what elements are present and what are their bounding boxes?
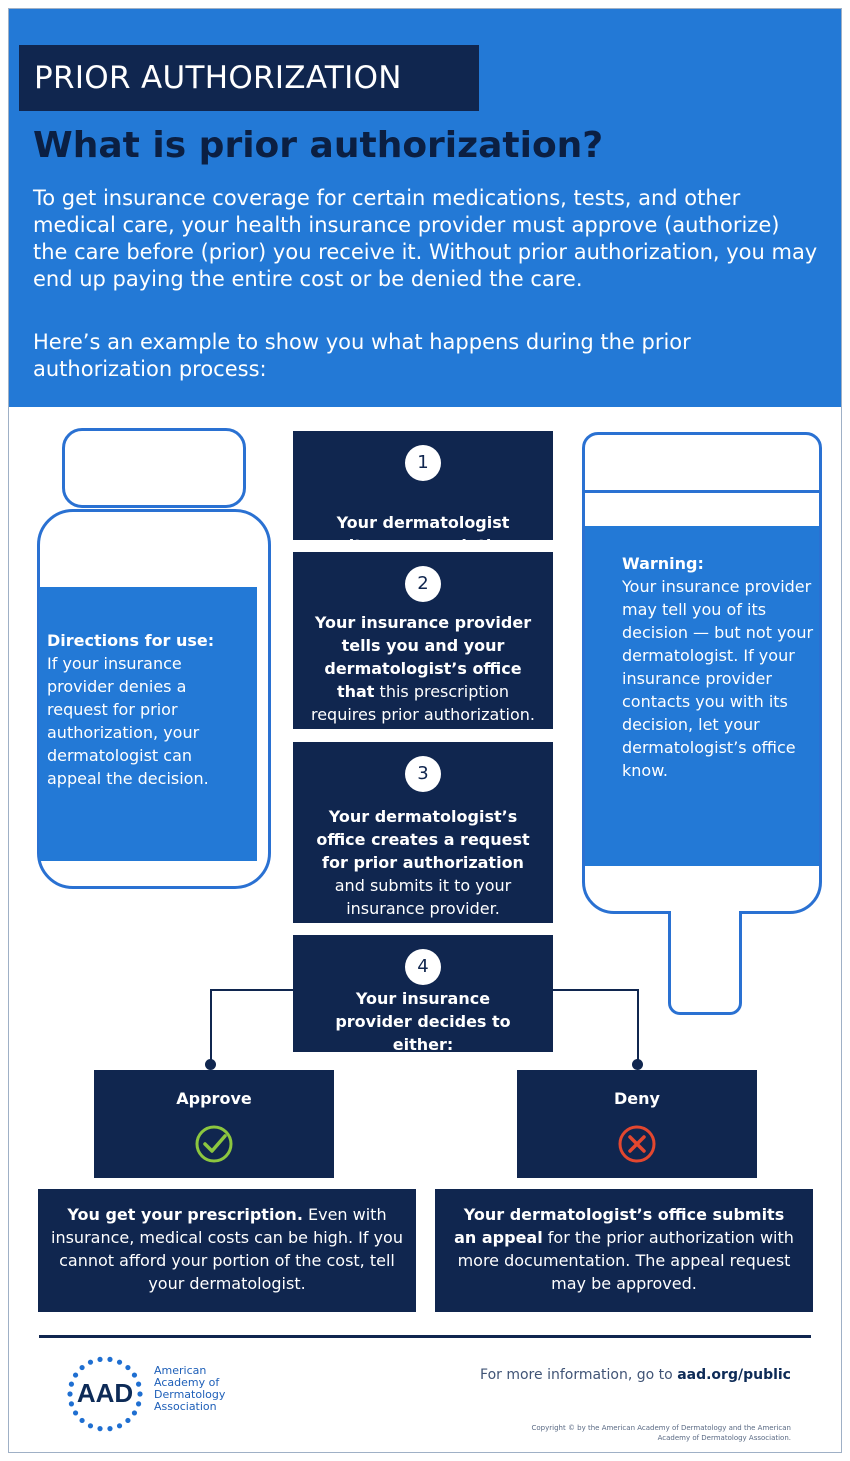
warning-note: Warning: Your insurance provider may tel… — [622, 552, 817, 782]
step-4: 4 Your insurance provider decides to eit… — [293, 935, 553, 1054]
connector-left-vertical — [210, 989, 212, 1061]
approve-label: Approve — [176, 1089, 252, 1108]
logo-dot — [107, 1426, 113, 1432]
step-2-bold: Your insurance provider tells you and yo… — [314, 613, 532, 701]
logo-line: Dermatology — [154, 1388, 226, 1401]
step-number: 4 — [405, 949, 441, 985]
logo-dot — [107, 1356, 113, 1362]
warning-title: Warning: — [622, 554, 704, 573]
bottle-cap-shape — [62, 428, 246, 508]
deny-result-text: for the prior authorization with more do… — [457, 1228, 794, 1293]
step-3-text: Your dermatologist’s office creates a re… — [293, 805, 553, 920]
example-paragraph: Here’s an example to show you what happe… — [33, 330, 691, 381]
copyright-notice: Copyright © by the American Academy of D… — [531, 1424, 791, 1442]
logo-line: Academy of — [154, 1376, 220, 1389]
connector-left-dot — [205, 1059, 216, 1070]
step-3-bold: Your dermatologist’s office creates a re… — [316, 807, 530, 872]
connector-right-vertical — [637, 989, 639, 1061]
bottle-directions-label: Directions for use: If your insurance pr… — [39, 587, 257, 861]
logo-dot — [116, 1423, 123, 1429]
step-2: 2 Your insurance provider tells you and … — [293, 552, 553, 729]
tube-shape — [582, 432, 822, 914]
connector-left-horizontal — [210, 989, 293, 991]
logo-dot — [97, 1426, 103, 1432]
step-2-rest: this prescription requires prior authori… — [310, 682, 536, 724]
logo-line: American — [154, 1364, 207, 1377]
warning-text: Your insurance provider may tell you of … — [622, 577, 814, 780]
footer-divider — [39, 1335, 811, 1338]
intro-banner: PRIOR AUTHORIZATION What is prior author… — [9, 9, 841, 407]
deny-label: Deny — [614, 1089, 660, 1108]
logo-line: Association — [154, 1400, 217, 1413]
logo-dot — [68, 1401, 75, 1407]
step-1: 1 Your dermatologist writes a prescripti… — [293, 431, 553, 555]
logo-abbr: AAD — [77, 1378, 133, 1408]
logo-dot — [79, 1364, 85, 1371]
page-title: What is prior authorization? — [33, 125, 604, 166]
step-number: 1 — [405, 445, 441, 481]
logo-dot — [72, 1372, 79, 1378]
logo-wordmark: American Academy of Dermatology Associat… — [154, 1365, 244, 1413]
logo-dot — [125, 1364, 131, 1371]
logo-dot — [135, 1401, 142, 1407]
deny-result-bold: Your dermatologist’s office submits an — [454, 1205, 785, 1247]
step-number: 3 — [405, 756, 441, 792]
check-circle-icon — [195, 1125, 233, 1163]
infographic-page: PRIOR AUTHORIZATION What is prior author… — [8, 8, 842, 1453]
approve-box: Approve — [94, 1070, 334, 1178]
aad-logo-icon: AAD — [67, 1356, 143, 1432]
logo-dot — [68, 1381, 75, 1387]
logo-dot — [116, 1359, 123, 1365]
deny-result: Your dermatologist’s office submits an a… — [435, 1189, 813, 1312]
logo-dot — [131, 1410, 138, 1416]
more-info-text: For more information, go to — [480, 1367, 678, 1383]
step-number: 2 — [405, 566, 441, 602]
logo-dot — [79, 1417, 85, 1424]
approve-result-bold: You get your prescription. — [67, 1205, 303, 1224]
section-kicker: PRIOR AUTHORIZATION — [19, 45, 479, 111]
more-info: For more information, go to aad.org/publ… — [480, 1367, 791, 1383]
x-circle-icon — [618, 1125, 656, 1163]
step-1-text: Your dermatologist writes a prescription… — [326, 513, 520, 555]
directions-text: If your insurance provider denies a requ… — [47, 654, 209, 788]
step-3-rest: and submits it to your insurance provide… — [334, 876, 512, 918]
tube-divider — [585, 490, 819, 493]
tube-neck-shape — [668, 911, 742, 1015]
aad-public-link[interactable]: aad.org/public — [677, 1367, 791, 1383]
tube-warning-label — [585, 526, 819, 866]
logo-dot — [125, 1417, 131, 1424]
deny-box: Deny — [517, 1070, 757, 1178]
step-4-text: Your insurance provider decides to eithe… — [335, 989, 511, 1054]
approve-result-text: Even with insurance, medical costs can b… — [51, 1205, 403, 1293]
step-3: 3 Your dermatologist’s office creates a … — [293, 742, 553, 923]
logo-dot — [97, 1356, 103, 1362]
deny-result-appeal: appeal — [481, 1228, 543, 1247]
logo-dot — [137, 1391, 143, 1397]
logo-dot — [135, 1381, 142, 1387]
connector-right-dot — [632, 1059, 643, 1070]
intro-paragraph: To get insurance coverage for certain me… — [33, 186, 818, 291]
approve-result: You get your prescription. Even with ins… — [38, 1189, 416, 1312]
logo-dot — [72, 1410, 79, 1416]
logo-dot — [87, 1359, 94, 1365]
directions-title: Directions for use: — [47, 631, 215, 650]
logo-dot — [131, 1372, 138, 1378]
step-2-text: Your insurance provider tells you and yo… — [293, 611, 553, 726]
logo-dot — [87, 1423, 94, 1429]
logo-dot — [67, 1391, 73, 1397]
connector-right-horizontal — [553, 989, 639, 991]
